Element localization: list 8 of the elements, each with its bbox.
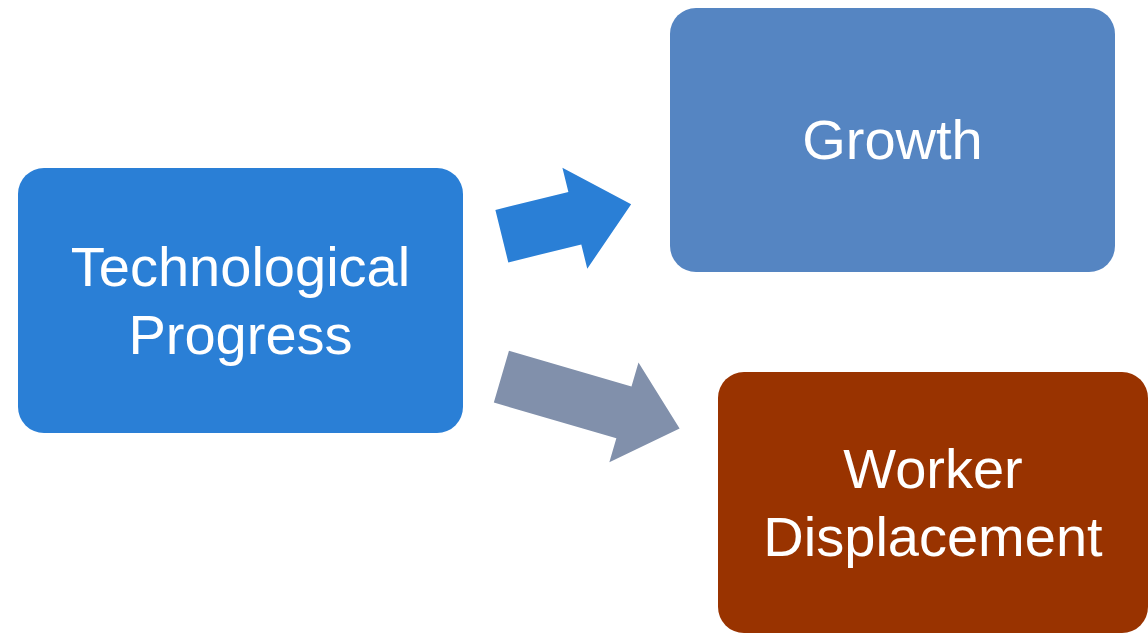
box-label: Technological Progress: [69, 234, 412, 368]
process-box: [18, 168, 463, 433]
block-arrow: [493, 350, 680, 463]
process-box: [718, 372, 1148, 633]
process-box: [670, 8, 1115, 272]
box-label: Worker Displacement: [762, 436, 1104, 570]
block-arrow: [495, 167, 632, 269]
box-label: Growth: [801, 107, 984, 174]
